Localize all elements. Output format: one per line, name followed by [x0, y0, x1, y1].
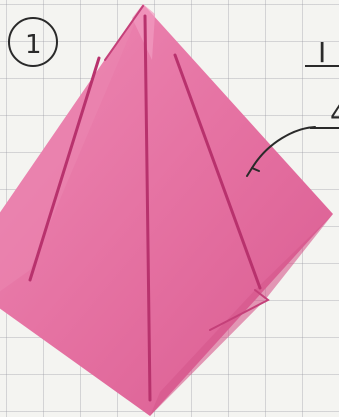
partial-label-text: 4 — [330, 97, 339, 130]
step-number-label: 1 — [25, 30, 42, 60]
step-number-badge: 1 — [9, 18, 57, 66]
partial-heading: I — [305, 36, 339, 69]
partial-heading-text: I — [318, 36, 326, 69]
origami-paper — [0, 4, 333, 416]
